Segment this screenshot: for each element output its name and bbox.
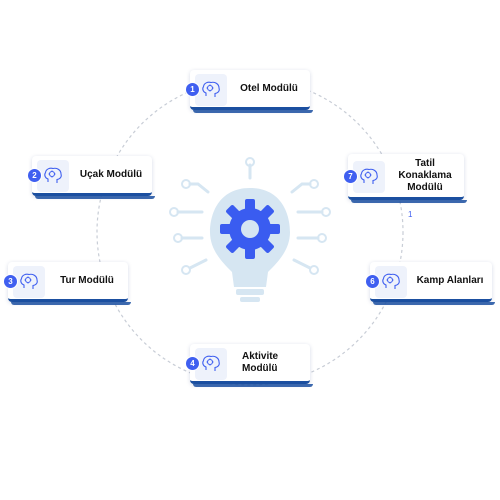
module-label: Kamp Alanları — [416, 274, 484, 286]
module-card-tur[interactable]: 3 Tur Modülü — [3, 262, 131, 305]
module-label: Aktivite Modülü — [242, 350, 279, 374]
module-card-otel[interactable]: 1 Otel Modülü — [185, 70, 313, 113]
module-number-badge: 1 — [185, 82, 200, 97]
module-card-tatil[interactable]: 7 Tatil Konaklama Modülü — [343, 154, 467, 203]
module-label: Otel Modülü — [240, 82, 298, 94]
module-card-aktivite[interactable]: 4 Aktivite Modülü — [185, 344, 313, 387]
module-number-badge: 2 — [27, 168, 42, 183]
module-card-ucak[interactable]: 2 Uçak Modülü — [27, 156, 155, 199]
module-label: Uçak Modülü — [79, 168, 143, 180]
brain-gear-icon — [353, 161, 385, 193]
module-label: Tatil Konaklama Modülü — [398, 157, 452, 193]
brain-gear-icon — [37, 160, 69, 192]
module-label: Tur Modülü — [60, 274, 114, 286]
module-number-badge: 7 — [343, 169, 358, 184]
stray-number-label: 1 — [408, 210, 413, 219]
brain-gear-icon — [13, 266, 45, 298]
brain-gear-icon — [375, 266, 407, 298]
module-number-badge: 6 — [365, 274, 380, 289]
lightbulb-gear-icon — [169, 157, 331, 302]
module-number-badge: 3 — [3, 274, 18, 289]
brain-gear-icon — [195, 348, 227, 380]
brain-gear-icon — [195, 74, 227, 106]
module-card-kamp[interactable]: 6 Kamp Alanları — [365, 262, 495, 305]
module-number-badge: 4 — [185, 356, 200, 371]
